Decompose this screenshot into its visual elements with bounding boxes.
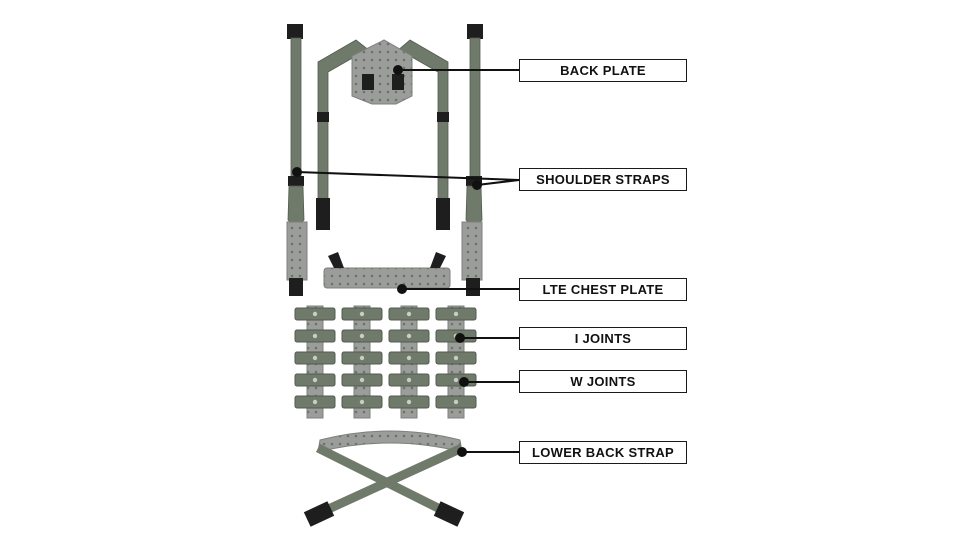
joint-rivet [406,311,412,317]
joint-rivet [406,333,412,339]
joint-rivet [453,399,459,405]
joint-rivet [453,311,459,317]
joint-rivet [359,377,365,383]
label-lower-back-strap: LOWER BACK STRAP [519,441,687,464]
back-plate [316,39,450,230]
lte-chest-plate [323,252,451,289]
joint-rivet [406,355,412,361]
label-back-plate: BACK PLATE [519,59,687,82]
lower-back-strap [303,430,465,527]
leader-lines [292,65,520,457]
joint-rivet [359,399,365,405]
joints-grid [294,305,477,419]
joint-rivet [312,333,318,339]
label-i-joints: I JOINTS [519,327,687,350]
joint-rivet [359,333,365,339]
joint-rivet [453,355,459,361]
joint-rivet [359,355,365,361]
joint-rivet [406,377,412,383]
joint-rivet [312,355,318,361]
label-lte-chest-plate: LTE CHEST PLATE [519,278,687,301]
label-shoulder-straps: SHOULDER STRAPS [519,168,687,191]
joint-rivet [312,377,318,383]
joint-rivet [453,377,459,383]
joint-rivet [312,311,318,317]
label-w-joints: W JOINTS [519,370,687,393]
joint-rivet [312,399,318,405]
joint-rivet [359,311,365,317]
joint-rivet [406,399,412,405]
shoulder-straps [286,24,483,296]
